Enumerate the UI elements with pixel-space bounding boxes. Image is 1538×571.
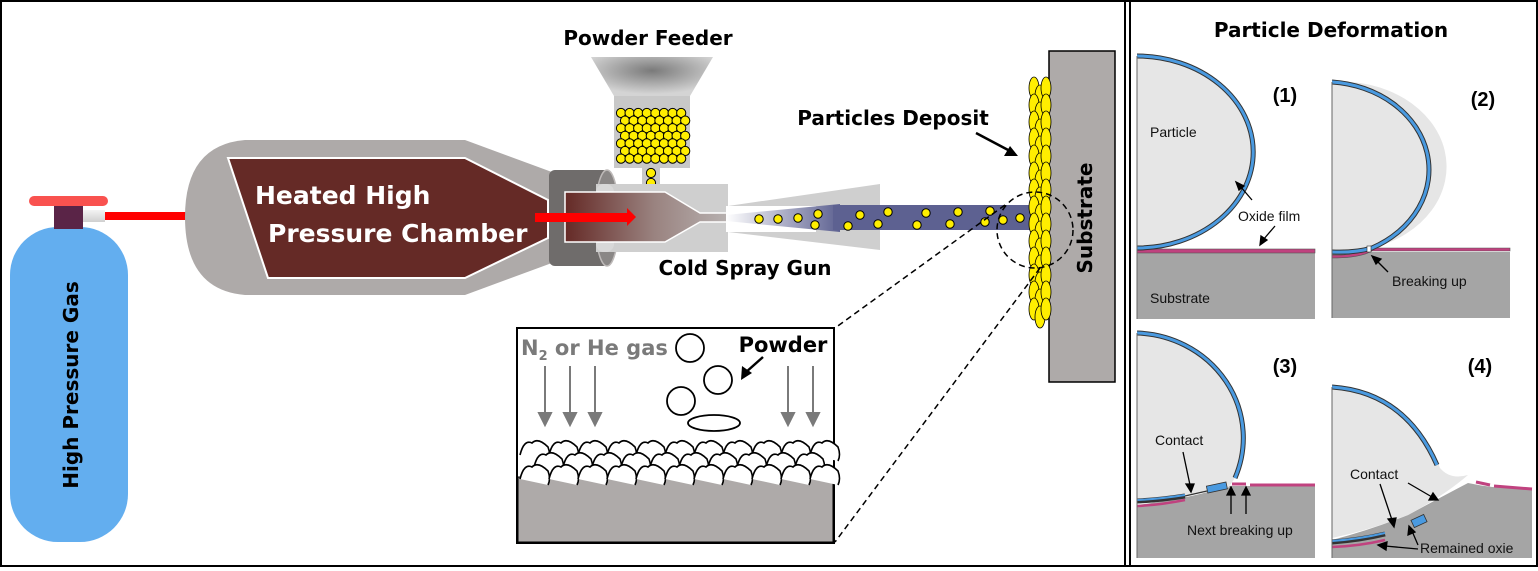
deformation-step-2: (2) Breaking up bbox=[1331, 79, 1511, 318]
jet-particle bbox=[1015, 213, 1025, 223]
hopper-particle bbox=[667, 153, 678, 164]
deposited-grains bbox=[519, 439, 841, 486]
powder-feeder bbox=[591, 57, 713, 196]
step4-arrows-icon bbox=[1376, 482, 1440, 552]
deposit-particle bbox=[1040, 297, 1052, 321]
nozzle-flow-arrow-icon bbox=[535, 213, 627, 222]
magnifier-circle bbox=[996, 191, 1074, 269]
jet-particle bbox=[843, 221, 853, 231]
jet-particle bbox=[912, 220, 922, 230]
step3-arrows-icon bbox=[1182, 451, 1252, 514]
step3-contact-label: Contact bbox=[1155, 432, 1203, 448]
inset-gas-label: N2 or He gas bbox=[521, 336, 668, 364]
hopper-particle bbox=[658, 153, 670, 164]
jet-particle bbox=[921, 208, 931, 218]
hopper-funnel bbox=[591, 57, 713, 96]
substrate-label: Substrate bbox=[1073, 163, 1097, 274]
jet-particle bbox=[998, 215, 1008, 225]
deformation-step-3: (3) Contact Next breaking up bbox=[1136, 330, 1315, 558]
deposited-grain bbox=[809, 463, 841, 486]
gun-label: Cold Spray Gun bbox=[659, 256, 832, 280]
hopper-particle bbox=[633, 153, 644, 164]
deformation-step-4: (4) Contact Remained oxie bbox=[1331, 356, 1533, 558]
hopper-particle bbox=[624, 153, 635, 164]
gas-tank: High Pressure Gas bbox=[10, 196, 128, 542]
tank-body bbox=[10, 227, 128, 542]
tank-cap bbox=[29, 196, 108, 206]
step1-oxide-label: Oxide film bbox=[1238, 208, 1300, 224]
jet-particle bbox=[810, 220, 820, 230]
step1-substrate bbox=[1137, 253, 1315, 319]
tank-valve bbox=[54, 205, 83, 229]
jet-particle bbox=[793, 213, 803, 223]
cold-spray-gun bbox=[535, 184, 880, 252]
jet-particle bbox=[754, 214, 764, 224]
chamber-label-line2: Pressure Chamber bbox=[268, 219, 528, 248]
deformation-title: Particle Deformation bbox=[1214, 18, 1448, 42]
hopper-particles bbox=[615, 107, 691, 189]
jet-particle bbox=[985, 206, 995, 216]
jet-particle bbox=[883, 207, 893, 217]
powder-pointer-arrow-icon bbox=[741, 356, 764, 380]
jet-particle bbox=[773, 214, 783, 224]
step4-number: (4) bbox=[1468, 356, 1492, 378]
tank-outlet bbox=[83, 210, 105, 222]
jet-particle bbox=[945, 219, 955, 229]
hopper-particle bbox=[615, 153, 627, 164]
gas-flow-arrows-icon bbox=[537, 366, 821, 428]
deposit-particles bbox=[1028, 76, 1052, 329]
step1-number: (1) bbox=[1273, 85, 1297, 107]
jet-particle bbox=[953, 207, 963, 217]
deformation-step-1: (1) Particle Oxide film Substrate bbox=[1136, 53, 1316, 319]
hopper-particle bbox=[650, 153, 661, 164]
deposit-pointer-arrow-icon bbox=[975, 131, 1018, 156]
jet-particles bbox=[754, 206, 1025, 231]
chamber-label-line1: Heated High bbox=[255, 181, 430, 210]
deposit-label: Particles Deposit bbox=[797, 106, 989, 130]
inset-powder-label: Powder bbox=[739, 333, 828, 357]
gas-tank-label: High Pressure Gas bbox=[59, 281, 83, 488]
jet-particle bbox=[980, 217, 990, 227]
hopper-particle bbox=[676, 153, 687, 164]
chamber-inner bbox=[226, 157, 549, 279]
step1-substrate-label: Substrate bbox=[1150, 290, 1210, 306]
hopper-particle bbox=[641, 153, 652, 164]
step2-number: (2) bbox=[1471, 89, 1495, 111]
step4-remained-label: Remained oxie bbox=[1420, 540, 1514, 556]
step1-particle bbox=[1137, 56, 1254, 248]
hopper-particle bbox=[645, 167, 657, 179]
step1-arrows-icon bbox=[1234, 180, 1276, 247]
zoom-guide-top bbox=[834, 204, 1006, 329]
jet-particle bbox=[813, 209, 823, 219]
jet-particle bbox=[855, 210, 865, 220]
step2-breaking-label: Breaking up bbox=[1392, 273, 1467, 289]
zoom-guide-bottom bbox=[834, 267, 1041, 543]
powder-feeder-label: Powder Feeder bbox=[563, 26, 732, 50]
deposition-inset: N2 or He gas Powder bbox=[516, 327, 841, 544]
step1-particle-label: Particle bbox=[1150, 124, 1197, 140]
step3-number: (3) bbox=[1273, 356, 1297, 378]
jet-particle bbox=[873, 219, 883, 229]
powder-particles bbox=[666, 333, 741, 432]
step3-next-label: Next breaking up bbox=[1187, 522, 1293, 538]
heated-chamber: Heated High Pressure Chamber bbox=[185, 140, 560, 295]
step4-contact-label: Contact bbox=[1350, 466, 1398, 482]
step2-arrow-icon bbox=[1370, 254, 1389, 273]
